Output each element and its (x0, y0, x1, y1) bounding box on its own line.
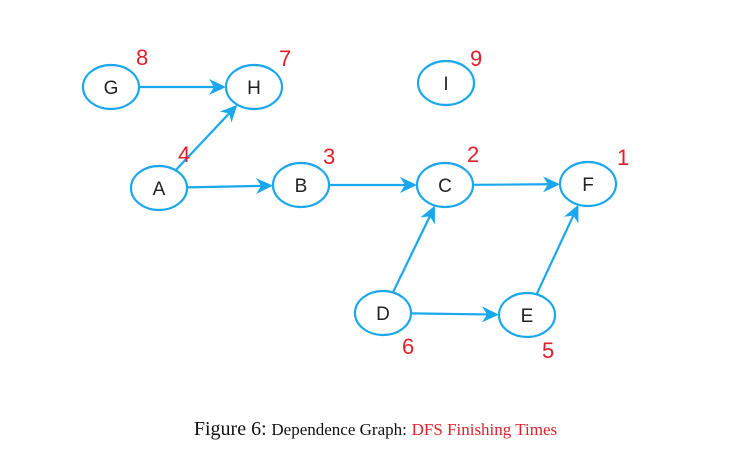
edge-e-f (535, 204, 579, 295)
arrowhead-icon (219, 104, 238, 123)
node-label: I (443, 74, 448, 95)
node-b: B3 (271, 144, 335, 209)
edge-line (472, 183, 549, 186)
node-f: F1 (558, 145, 629, 208)
arrowhead-icon (255, 177, 274, 194)
node-circle (558, 160, 618, 208)
arrowhead-icon (563, 204, 579, 224)
node-circle (271, 161, 331, 209)
node-i: I9 (416, 46, 482, 107)
edge-g-h (139, 79, 226, 95)
node-g: G8 (81, 45, 148, 111)
arrowhead-icon (420, 205, 436, 225)
node-c: C2 (415, 142, 479, 209)
node-circle (415, 161, 475, 209)
node-label: A (153, 179, 166, 200)
edge-line (391, 215, 431, 293)
node-label: F (582, 175, 594, 196)
finish-time-label: 8 (136, 45, 148, 70)
finish-time-label: 5 (542, 338, 554, 363)
node-h: H7 (224, 46, 291, 111)
edge-line (186, 184, 262, 189)
node-circle (81, 63, 141, 111)
node-label: D (376, 304, 390, 325)
edge-a-b (186, 177, 274, 194)
node-circle (129, 164, 189, 212)
edge-line (410, 312, 488, 316)
figure-caption: Figure 6: Dependence Graph: DFS Finishin… (0, 418, 751, 441)
node-a: A4 (129, 142, 190, 212)
arrowhead-icon (209, 79, 226, 95)
node-label: G (104, 78, 119, 99)
finish-time-label: 1 (617, 145, 629, 170)
arrowhead-icon (400, 177, 417, 193)
node-label: B (295, 176, 308, 197)
node-d: D6 (353, 289, 414, 359)
edge-d-c (391, 205, 436, 293)
node-circle (353, 289, 413, 337)
finish-time-label: 4 (178, 142, 190, 167)
caption-highlight: DFS Finishing Times (411, 420, 558, 439)
finish-time-label: 3 (323, 144, 335, 169)
node-label: C (438, 176, 452, 197)
finish-time-label: 2 (467, 142, 479, 167)
node-circle (416, 59, 476, 107)
finish-time-label: 6 (402, 334, 414, 359)
finish-time-label: 7 (279, 46, 291, 71)
caption-text: Dependence Graph: (271, 420, 407, 439)
node-circle (224, 63, 284, 111)
arrowhead-icon (481, 306, 500, 323)
edge-a-h (174, 104, 238, 172)
edge-line (535, 215, 575, 295)
node-circle (497, 291, 557, 339)
edge-c-f (472, 176, 561, 193)
edge-b-c (329, 177, 417, 193)
edges-layer (139, 79, 579, 323)
node-label: H (247, 78, 261, 99)
node-label: E (521, 306, 534, 327)
arrowhead-icon (542, 176, 561, 193)
caption-figure-number: Figure 6: (193, 418, 267, 440)
edge-line (174, 112, 230, 172)
finish-time-label: 9 (470, 46, 482, 71)
edge-d-e (410, 306, 500, 323)
node-e: E5 (497, 291, 557, 363)
